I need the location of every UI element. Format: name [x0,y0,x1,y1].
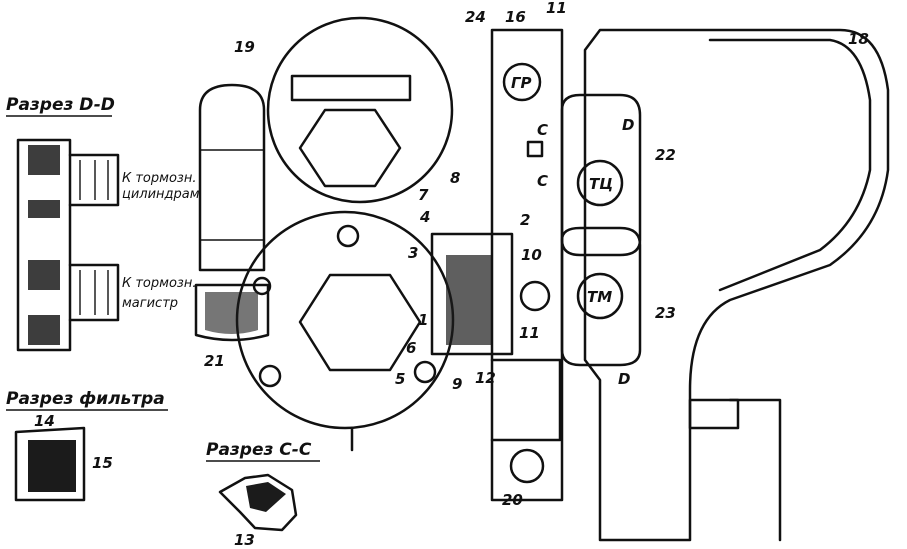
part-15: 15 [92,454,113,472]
part-7: 7 [418,186,429,204]
part-21: 21 [204,352,225,370]
dd-body-outline [16,138,72,352]
reservoir-lower-partition [728,398,782,542]
mark-tc: ТЦ [589,175,613,193]
cc-seal-profile [218,473,298,532]
part-16: 16 [505,8,526,26]
section-filter-view: Разрез фильтра 14 15 [6,389,168,502]
part-1: 1 [418,311,428,329]
mark-gr: ГР [511,74,532,92]
section-cc-view: Разрез С-С 13 [206,440,320,549]
part-12: 12 [475,369,496,387]
filter-cylinder [198,83,266,272]
part-2: 2 [520,211,530,229]
dd-hatched-body [28,145,60,345]
port-marks: ГР ТЦ ТМ С С D D [511,74,634,388]
part-24: 24 [465,8,486,26]
filter-housing [14,426,86,502]
dd-upper-fitting [68,153,120,207]
part-19: 19 [234,38,255,56]
upper-hex-nut [298,108,402,188]
lower-bracket [490,358,562,442]
part-11-top: 11 [546,0,567,17]
dd-note-cyl-2: цилиндрам [122,187,200,202]
part-11-mid: 11 [519,324,540,342]
reservoir-drain [688,398,740,430]
dd-note-cyl-1: К тормозн. [122,171,196,186]
part-10: 10 [521,246,542,264]
part-13: 13 [234,531,255,549]
mark-tm: ТМ [587,288,612,306]
part-4: 4 [419,208,430,226]
mark-c-upper: С [537,121,548,139]
valve-insert [446,255,492,345]
main-assembly [194,16,890,542]
mark-c-lower: С [537,172,548,190]
rear-flange [266,16,454,204]
section-cc-title: Разрез С-С [206,440,312,460]
lower-port-plate [560,226,642,367]
part-22: 22 [655,146,676,164]
section-dd-view: Разрез D-D К тормозн. цилиндрам К тормоз… [6,95,200,352]
upper-cap [290,74,412,102]
valve-plug-11 [519,280,551,312]
flange-bolt-3 [413,360,437,384]
port-tm-ring [576,272,624,320]
lower-hex-nut [298,273,422,372]
flange-bolt-2 [258,364,282,388]
part-number-callouts: 1 2 3 4 5 6 7 8 9 10 11 11 12 16 18 19 2… [204,0,869,509]
port-gr-plug [502,62,542,102]
part-3: 3 [408,244,418,262]
reservoir-inner-wall [708,38,872,292]
mark-d-upper: D [622,116,634,134]
valve-block [430,232,514,356]
section-dd-title: Разрез D-D [6,95,115,115]
port-c-square [526,140,544,158]
cc-seal-hatch [246,482,286,512]
dd-note-main-2: магистр [122,296,178,311]
reservoir-tank [583,28,890,542]
part-14: 14 [34,412,55,430]
flange-bolt-1 [336,224,360,248]
part-23: 23 [655,304,676,322]
filter-cup [194,283,270,342]
filter-mesh [28,440,76,492]
dd-lower-fitting [68,263,120,322]
part-9: 9 [452,375,462,393]
mark-d-lower: D [618,370,630,388]
part-8: 8 [450,169,460,187]
filter-cup-mesh [205,292,258,334]
part-6: 6 [406,339,416,357]
dd-note-main-1: К тормозн. [122,276,196,291]
lower-plug-20 [509,448,545,484]
section-filter-title: Разрез фильтра [6,389,165,409]
part-18: 18 [848,30,869,48]
part-20: 20 [502,491,523,509]
port-tc-ring [576,159,624,207]
dd-fitting-threads [79,160,109,315]
part-5: 5 [395,370,405,388]
